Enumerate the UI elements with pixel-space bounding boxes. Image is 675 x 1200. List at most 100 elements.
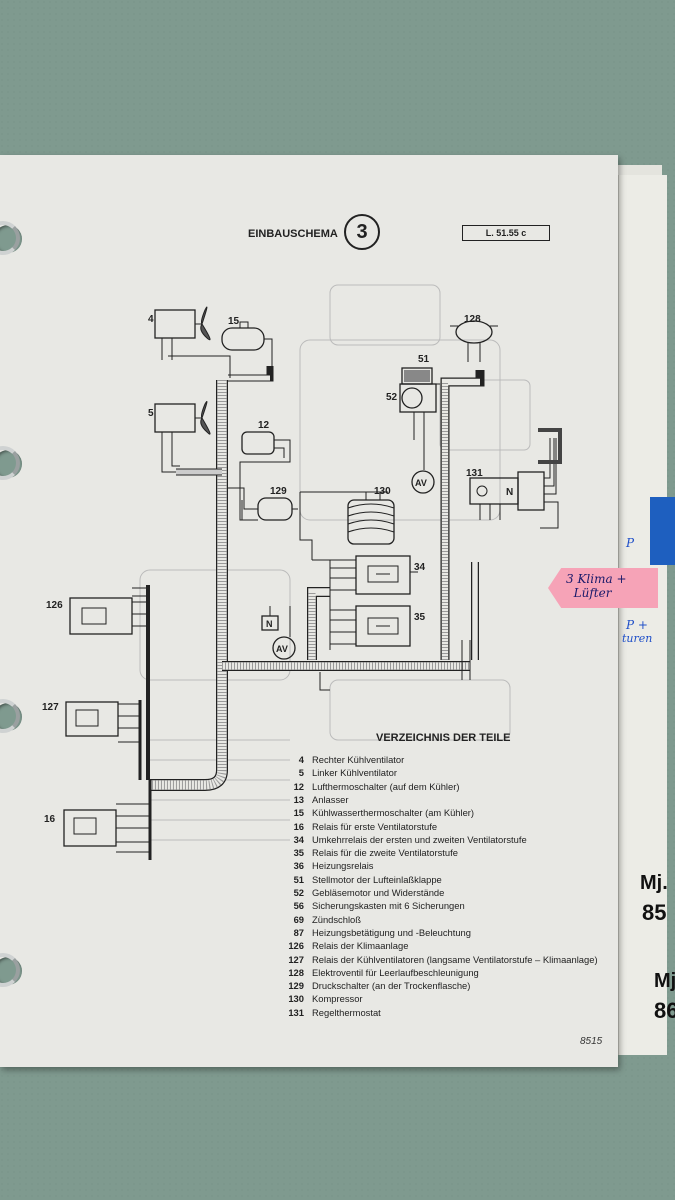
label-127: 127 (42, 702, 59, 713)
parts-list-item: 52 Gebläsemotor und Widerstände (280, 887, 445, 898)
tab-mj86-label: Mj (654, 970, 675, 992)
part-label: Relais der Kühlventilatoren (langsame Ve… (312, 953, 598, 965)
label-129: 129 (270, 486, 287, 497)
relay-126 (69, 585, 150, 780)
part-number: 129 (288, 980, 304, 992)
label-15: 15 (228, 316, 240, 327)
part-number: 52 (293, 887, 304, 898)
parts-list-item: 131 Regelthermostat (280, 1006, 381, 1018)
relay-16 (63, 780, 152, 860)
parts-list-item: 127 Relais der Kühlventilatoren (langsame… (280, 953, 598, 965)
label-128: 128 (464, 314, 481, 325)
label-35: 35 (414, 612, 426, 623)
back-page-edge (618, 175, 667, 1055)
relay-127 (65, 700, 142, 780)
parts-list-item: 130 Kompressor (280, 993, 363, 1005)
part-label: Heizungsbetätigung und -Beleuchtung (312, 926, 471, 938)
part-number: 56 (293, 900, 304, 912)
sticky-note-text: 3 Klima + Lüfter (566, 572, 627, 600)
label-16: 16 (44, 814, 56, 825)
part-number: 13 (293, 793, 304, 805)
sticky-note (548, 568, 658, 608)
label-51: 51 (418, 354, 430, 365)
parts-list-title: VERZEICHNIS DER TEILE (376, 732, 511, 744)
part-label: Kompressor (312, 993, 363, 1005)
wiring (132, 470, 471, 691)
diagram-number: 3 (344, 214, 380, 250)
label-34: 34 (414, 562, 426, 573)
part-label: Stellmotor der Lufteinlaßklappe (312, 873, 442, 885)
thermoswitch-15 (221, 321, 273, 366)
parts-list-item: 16 Relais für erste Ventilatorstufe (280, 820, 438, 832)
parts-list-item: 12 Lufthermoschalter (auf dem Kühler) (280, 780, 460, 792)
part-label: Relais für erste Ventilatorstufe (312, 820, 438, 832)
blue-index-tab (650, 497, 675, 565)
label-52: 52 (386, 392, 398, 403)
idle-valve-128 (450, 320, 498, 362)
part-number: 131 (288, 1006, 304, 1018)
part-number: 35 (293, 847, 304, 859)
part-label: Anlasser (312, 793, 349, 805)
part-number: 127 (288, 953, 304, 965)
label-131: 131 (466, 468, 483, 479)
part-number: 128 (288, 966, 304, 978)
relay-34 (330, 555, 418, 595)
binder-ring (0, 699, 20, 733)
parts-list-item: 4 Rechter Kühlventilator (280, 754, 404, 765)
fan-4 (154, 306, 231, 378)
part-label: Gebläsemotor und Widerstände (312, 887, 445, 898)
part-number: 36 (293, 860, 304, 872)
handwritten-note: turen (622, 632, 653, 645)
parts-list-item: 35 Relais für die zweite Ventilatorstufe (280, 847, 458, 858)
part-number: 34 (293, 833, 304, 845)
diagram-title: EINBAUSCHEMA (248, 228, 338, 240)
part-label: Linker Kühlventilator (312, 767, 397, 779)
part-number: 15 (293, 807, 304, 819)
binder-ring (0, 953, 20, 987)
binder-ring (0, 221, 20, 255)
part-number: 4 (298, 754, 304, 765)
part-label: Lufthermoschalter (auf dem Kühler) (312, 780, 460, 792)
part-number: 130 (288, 993, 304, 1005)
label-12: 12 (258, 420, 270, 431)
part-number: 126 (288, 940, 304, 952)
label-126: 126 (46, 600, 63, 611)
pressure-switch-129 (228, 487, 298, 521)
thermoswitch-12 (239, 431, 291, 470)
part-number: 16 (293, 820, 304, 832)
label-4: 4 (148, 314, 154, 325)
part-number: 12 (293, 780, 304, 792)
handwritten-note: P (626, 536, 635, 550)
part-number: 69 (293, 913, 304, 925)
tab-mj86-year: 86 (654, 998, 675, 1023)
av-indicator-1: AV (415, 478, 427, 488)
av-indicator-2: AV (276, 644, 288, 654)
part-number: 87 (293, 926, 304, 938)
tab-mj85-year: 85 (642, 900, 667, 925)
part-label: Regelthermostat (312, 1006, 381, 1018)
reference-code: L. 51.55 c (462, 225, 550, 241)
thermostat-131 (469, 428, 562, 529)
tab-mj85-label: Mj. (640, 872, 668, 894)
part-label: Heizungsrelais (312, 860, 374, 872)
parts-list-item: 51 Stellmotor der Lufteinlaßklappe (280, 874, 442, 885)
blower-51-52 (399, 367, 440, 470)
main-harness (150, 366, 485, 791)
part-label: Elektroventil für Leerlaufbeschleunigung (312, 966, 479, 978)
relay-35 (330, 605, 411, 647)
part-label: Sicherungskasten mit 6 Sicherungen (312, 900, 465, 912)
parts-list-item: 36 Heizungsrelais (280, 860, 374, 871)
parts-list-item: 56 Sicherungskasten mit 6 Sicherungen (280, 900, 465, 911)
part-label: Rechter Kühlventilator (312, 754, 405, 765)
part-label: Relais für die zweite Ventilatorstufe (312, 847, 458, 859)
n-terminal-2: N (266, 619, 273, 629)
part-label: Kühlwasserthermoschalter (am Kühler) (312, 807, 475, 819)
label-130: 130 (374, 486, 391, 497)
part-number: 51 (293, 873, 304, 885)
